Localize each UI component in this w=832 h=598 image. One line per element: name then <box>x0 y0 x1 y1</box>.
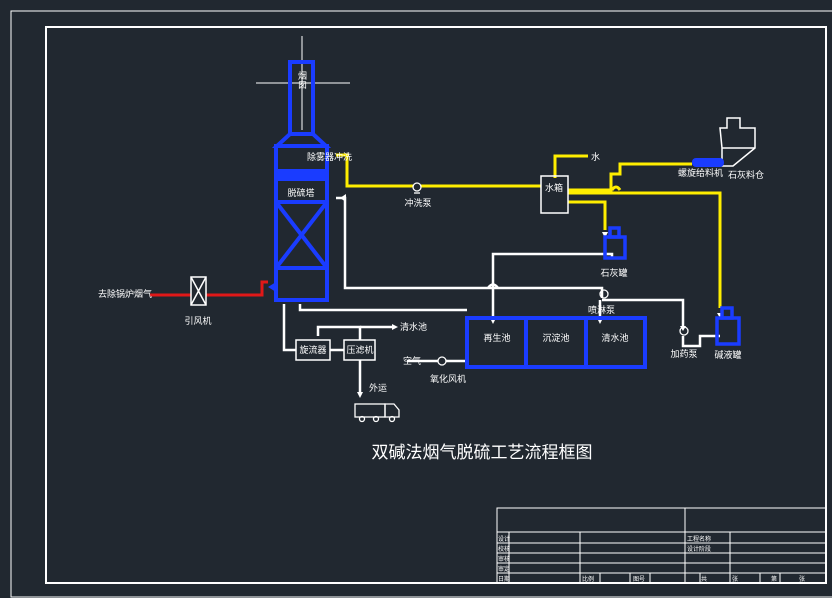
pool-group <box>465 316 647 369</box>
title-block-s3: 第 <box>771 575 777 583</box>
wash-pump-icon <box>412 182 422 194</box>
cad-crosshair <box>256 36 350 130</box>
water-tank <box>540 175 569 214</box>
spray-pump-label: 喷淋泵 <box>588 304 615 316</box>
title-block-s1: 共 <box>701 575 707 583</box>
water-line-crossing <box>610 185 622 191</box>
alkali-tank <box>715 306 741 346</box>
dosing-pump-icon <box>679 326 689 336</box>
desulfurization-tower <box>268 144 329 302</box>
water-inlet-label: 水 <box>591 151 600 163</box>
oxidation-fan-label: 氧化风机 <box>430 373 466 385</box>
chimney-label: 烟囱 <box>296 70 307 90</box>
title-block-b1: 比例 <box>582 575 594 583</box>
filter-press <box>343 339 376 361</box>
lime-silo-label: 石灰料仓 <box>728 169 764 181</box>
air-label: 空气 <box>403 355 421 367</box>
title-block-r1: 设计 <box>498 535 510 543</box>
lime-tank <box>603 226 627 260</box>
regeneration-pool-label: 再生池 <box>483 332 510 344</box>
wash-pump-label: 冲洗泵 <box>404 197 431 209</box>
drawing-frame <box>45 26 827 584</box>
alkali-tank-label: 碱液罐 <box>714 349 741 361</box>
outer-border <box>10 10 832 598</box>
filter-press-label: 压滤机 <box>346 344 373 356</box>
lime-silo <box>719 117 756 167</box>
dosing-pump-label: 加药泵 <box>670 349 697 360</box>
demister-wash-label: 除雾器冲洗 <box>307 151 352 163</box>
spray-pump-icon <box>599 289 609 299</box>
title-block-b2: 图号 <box>633 576 645 583</box>
sedimentation-pool-label: 沉淀池 <box>542 332 569 344</box>
water-tank-label: 水箱 <box>545 182 563 194</box>
tower-label: 脱硫塔 <box>287 187 314 199</box>
title-block-r4: 审定 <box>498 565 510 573</box>
title-block <box>496 507 827 584</box>
title-block-s2: 张 <box>732 575 738 583</box>
boiler-flue-gas-label: 去除锅炉烟气 <box>98 288 152 300</box>
slurry-lines <box>282 196 720 392</box>
title-block-r5: 日期 <box>498 575 510 583</box>
title-block-c2: 设计阶段 <box>687 545 711 553</box>
induced-fan <box>190 276 207 306</box>
transport-out-label: 外运 <box>369 382 387 394</box>
clear-water-pool-note: 清水池 <box>400 321 427 333</box>
screw-feeder-label: 螺旋给料机 <box>678 167 723 179</box>
slurry-line-crossing <box>486 283 500 289</box>
title-block-r3: 审核 <box>498 555 510 563</box>
title-block-c1: 工程名称 <box>687 535 711 543</box>
flue-gas-line <box>150 280 268 297</box>
induced-fan-label: 引风机 <box>184 315 211 327</box>
clear-pool-label: 清水池 <box>601 332 628 344</box>
title-block-s4: 张 <box>799 575 805 583</box>
diagram-title: 双碱法烟气脱硫工艺流程框图 <box>372 443 593 463</box>
truck-icon <box>354 403 400 423</box>
cyclone <box>295 339 331 361</box>
oxidation-fan-icon <box>437 356 447 366</box>
title-block-r2: 校核 <box>498 545 510 553</box>
screw-feeder <box>692 158 724 167</box>
lime-tank-label: 石灰罐 <box>600 267 627 279</box>
cyclone-label: 旋流器 <box>299 344 326 356</box>
water-lines <box>336 153 722 308</box>
